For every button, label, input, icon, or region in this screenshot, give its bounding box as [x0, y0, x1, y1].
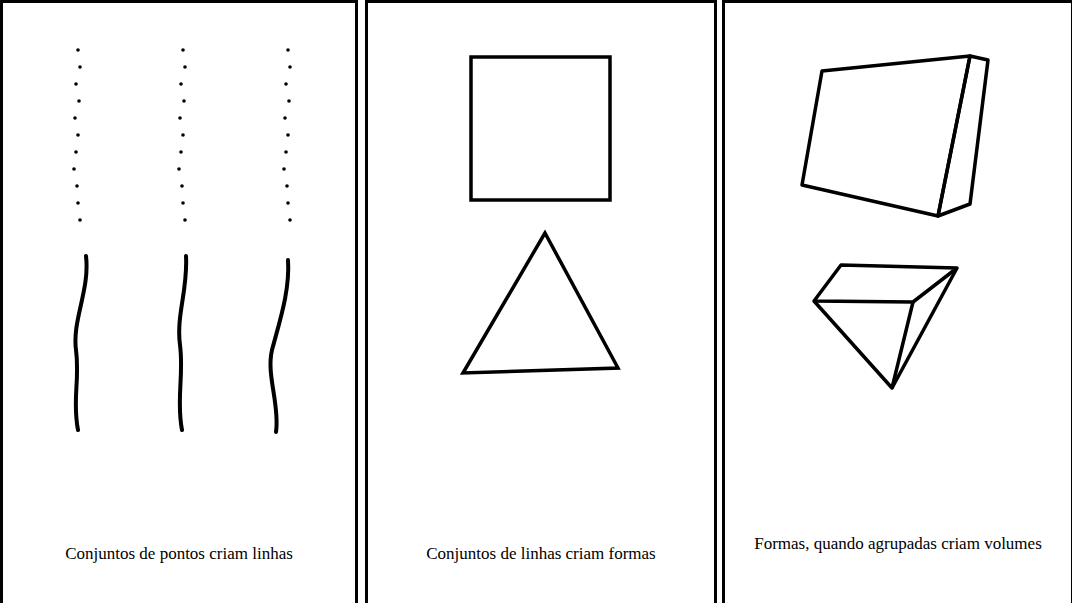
dot: [286, 201, 290, 205]
dot: [181, 133, 185, 137]
dot: [78, 65, 82, 69]
dot: [72, 167, 76, 171]
dot: [74, 82, 78, 86]
pyramid-top: [814, 265, 957, 302]
dot: [179, 82, 183, 86]
pyramid-edge: [892, 268, 957, 388]
dot: [283, 116, 287, 120]
panel: Conjuntos de linhas criam formas: [365, 0, 717, 603]
dot: [77, 99, 81, 103]
dot: [76, 48, 80, 52]
dot: [287, 99, 291, 103]
dot: [181, 48, 185, 52]
wavy-lines: [75, 256, 288, 432]
dot: [177, 167, 181, 171]
panel: Conjuntos de pontos criam linhas: [0, 0, 358, 603]
panel: Formas, quando agrupadas criam volumes: [722, 0, 1072, 603]
dot: [76, 201, 80, 205]
square: [471, 57, 610, 200]
dot: [181, 201, 185, 205]
dot: [76, 133, 80, 137]
dot: [178, 116, 182, 120]
flat-shapes: [463, 57, 618, 373]
dot: [282, 167, 286, 171]
dot: [179, 150, 183, 154]
box-side: [938, 56, 988, 216]
dot: [285, 184, 289, 188]
dot-columns: [72, 48, 292, 222]
dot: [284, 150, 288, 154]
dot: [180, 184, 184, 188]
volumes: [802, 56, 988, 388]
dot: [78, 218, 82, 222]
dot: [182, 99, 186, 103]
panel-caption: Formas, quando agrupadas criam volumes: [733, 533, 1063, 554]
triangle: [463, 233, 618, 373]
dot: [183, 218, 187, 222]
dot: [74, 150, 78, 154]
dot: [284, 82, 288, 86]
dot: [288, 218, 292, 222]
dot: [75, 184, 79, 188]
box-front: [802, 56, 970, 216]
panel-caption: Conjuntos de pontos criam linhas: [11, 543, 347, 564]
dot: [286, 48, 290, 52]
panel-caption: Conjuntos de linhas criam formas: [376, 543, 706, 564]
dot: [288, 65, 292, 69]
dot: [286, 133, 290, 137]
dot: [73, 116, 77, 120]
dot: [183, 65, 187, 69]
